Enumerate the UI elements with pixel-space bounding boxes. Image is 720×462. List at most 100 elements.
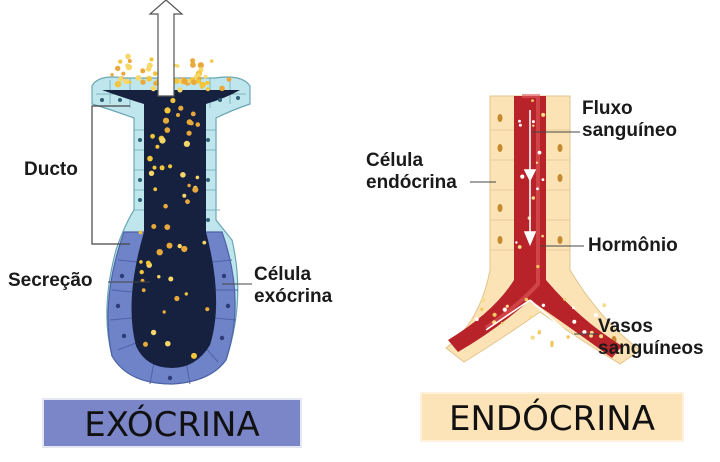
granule xyxy=(520,174,525,179)
duct-label: Ducto xyxy=(24,159,78,180)
granule xyxy=(140,68,146,74)
granule xyxy=(181,245,188,253)
granule xyxy=(152,165,157,170)
granule xyxy=(532,124,535,127)
granule xyxy=(165,340,171,347)
endocrine-cell-label: Célula endócrina xyxy=(366,150,457,193)
granule xyxy=(168,164,173,169)
granule xyxy=(492,312,497,317)
granule xyxy=(140,79,146,85)
granule xyxy=(186,79,191,83)
granule xyxy=(156,249,163,256)
granule xyxy=(518,119,521,123)
granule xyxy=(174,295,180,302)
granule xyxy=(202,240,207,245)
granule xyxy=(195,122,201,127)
granule xyxy=(114,81,122,88)
granule xyxy=(199,83,205,89)
granule xyxy=(536,264,540,269)
granule xyxy=(203,74,208,79)
granule xyxy=(182,193,187,198)
granule xyxy=(572,319,577,324)
blood-vessels-label: Vasos sanguíneos xyxy=(598,316,704,359)
granule xyxy=(153,187,158,192)
granule xyxy=(152,71,158,76)
granule xyxy=(186,119,193,125)
granule xyxy=(186,130,192,136)
granule xyxy=(180,172,186,178)
granule xyxy=(150,329,157,336)
granule xyxy=(143,341,148,347)
granule xyxy=(176,113,180,117)
granule xyxy=(110,73,114,77)
granule xyxy=(197,62,204,69)
granule xyxy=(470,319,474,322)
exocrine-lumen xyxy=(102,90,240,368)
granule xyxy=(135,75,142,81)
granule xyxy=(162,310,166,314)
granule xyxy=(168,276,174,282)
granule xyxy=(149,57,154,62)
granule xyxy=(191,79,197,86)
granule xyxy=(155,144,160,149)
granule xyxy=(518,123,522,127)
granule xyxy=(530,335,535,340)
granule xyxy=(475,317,479,322)
granule xyxy=(181,78,188,85)
granule xyxy=(145,260,151,266)
granule xyxy=(599,334,604,339)
granule xyxy=(147,155,153,162)
granule xyxy=(541,234,544,238)
secretion-arrow-icon xyxy=(148,0,184,97)
granule xyxy=(141,288,146,293)
granule xyxy=(150,133,156,139)
granule xyxy=(177,243,182,249)
granule xyxy=(147,62,153,69)
granule xyxy=(125,63,130,69)
granule xyxy=(190,62,196,68)
exocrine-caption: EXÓCRINA xyxy=(42,398,302,448)
granule xyxy=(192,186,199,193)
flow-arrow-icons xyxy=(485,110,587,350)
granule xyxy=(572,306,575,310)
granule xyxy=(150,85,157,92)
granule xyxy=(505,304,509,308)
granule xyxy=(125,53,131,60)
granule xyxy=(541,178,545,182)
exocrine-gland xyxy=(91,0,252,385)
granule xyxy=(219,85,225,92)
granule xyxy=(139,269,144,275)
exocrine-cell-label: Célula exócrina xyxy=(254,264,333,307)
granule xyxy=(536,187,539,191)
granule xyxy=(515,241,518,244)
granule xyxy=(138,230,143,235)
granule xyxy=(226,77,232,82)
granule xyxy=(127,59,132,63)
granule xyxy=(190,111,196,117)
granule xyxy=(205,307,210,312)
granule xyxy=(151,224,157,229)
granule xyxy=(196,72,201,78)
granule xyxy=(159,165,165,171)
blood-flow-label: Fluxo sanguíneo xyxy=(582,98,678,141)
granule xyxy=(157,275,161,279)
granule xyxy=(500,321,504,325)
granule xyxy=(191,352,197,359)
granule xyxy=(481,297,486,303)
granule xyxy=(550,343,554,348)
granule xyxy=(166,242,173,249)
granule xyxy=(139,260,143,264)
granule xyxy=(541,303,546,307)
granule xyxy=(528,315,533,319)
granule xyxy=(163,203,168,209)
granule xyxy=(210,59,214,63)
granule xyxy=(593,313,598,318)
duct-bracket xyxy=(91,105,130,245)
granule xyxy=(205,87,210,92)
granule xyxy=(123,78,130,85)
granule xyxy=(121,71,126,76)
granule xyxy=(206,81,210,85)
granule xyxy=(537,331,541,335)
endocrine-caption: ENDÓCRINA xyxy=(420,392,684,442)
